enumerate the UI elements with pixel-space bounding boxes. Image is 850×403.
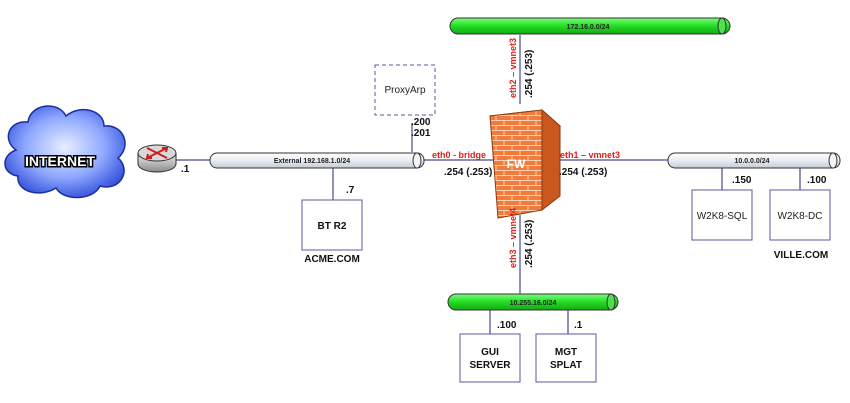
host-mgt-splat: MGT SPLAT: [535, 333, 597, 383]
firewall-label: FW: [507, 157, 526, 171]
w2k8sql-ip: .150: [732, 175, 752, 186]
wires: [176, 35, 801, 334]
eth2-ip: .254 (.253): [524, 50, 535, 98]
host-gui-server: GUI SERVER: [459, 333, 521, 383]
domain-ville: VILLE.COM: [774, 250, 828, 261]
host-w2k8dc: W2K8-DC: [769, 189, 831, 241]
firewall: FW: [488, 108, 562, 219]
eth3-label: eth3 – vmnet4: [508, 208, 518, 268]
segment-external: External 192.168.1.0/24: [209, 152, 425, 169]
btr2-label: BT R2: [318, 221, 347, 232]
w2k8dc-label: W2K8-DC: [777, 211, 822, 222]
mgt-ip: .1: [574, 320, 583, 331]
segment-dmz-label: 172.16.0.0/24: [567, 24, 610, 31]
internet-cloud: INTERNET: [4, 105, 126, 199]
gui-ip: .100: [497, 320, 517, 331]
gui-label-1: GUI: [481, 347, 499, 358]
segment-mgmt: 10.255.16.0/24: [447, 293, 619, 311]
w2k8dc-ip: .100: [807, 175, 827, 186]
eth1-ip: .254 (.253): [559, 167, 607, 178]
router-ip: .1: [181, 164, 190, 175]
mgt-label-1: MGT: [555, 347, 577, 358]
segment-external-label: External 192.168.1.0/24: [274, 158, 350, 165]
proxyarp-ip-1: .200: [411, 117, 431, 128]
eth0-ip: .254 (.253): [444, 167, 492, 178]
eth0-label: eth0 - bridge: [432, 150, 486, 160]
mgt-label-2: SPLAT: [550, 360, 582, 371]
cloud-shape: [4, 105, 126, 199]
segment-internal: 10.0.0.0/24: [667, 152, 841, 169]
gui-label-2: SERVER: [470, 360, 512, 371]
segment-dmz: 172.16.0.0/24: [449, 17, 731, 35]
eth3-ip: .254 (.253): [524, 220, 535, 268]
btr2-ip: .7: [346, 185, 355, 196]
proxyarp-ip-2: .201: [411, 128, 431, 139]
segment-mgmt-label: 10.255.16.0/24: [510, 300, 557, 307]
proxyarp-box: ProxyArp: [374, 64, 436, 116]
proxyarp-label: ProxyArp: [384, 85, 426, 96]
eth1-label: eth1 – vmnet3: [560, 150, 620, 160]
domain-acme: ACME.COM: [304, 254, 360, 265]
host-btr2: BT R2: [301, 199, 363, 251]
segment-internal-label: 10.0.0.0/24: [734, 158, 769, 165]
router-arrows-icon: [145, 147, 169, 159]
host-w2k8sql: W2K8-SQL: [691, 189, 753, 241]
eth2-label: eth2 – vmnet3: [508, 38, 518, 98]
internet-label: INTERNET: [25, 153, 95, 169]
w2k8sql-label: W2K8-SQL: [697, 211, 748, 222]
router: [137, 144, 177, 173]
